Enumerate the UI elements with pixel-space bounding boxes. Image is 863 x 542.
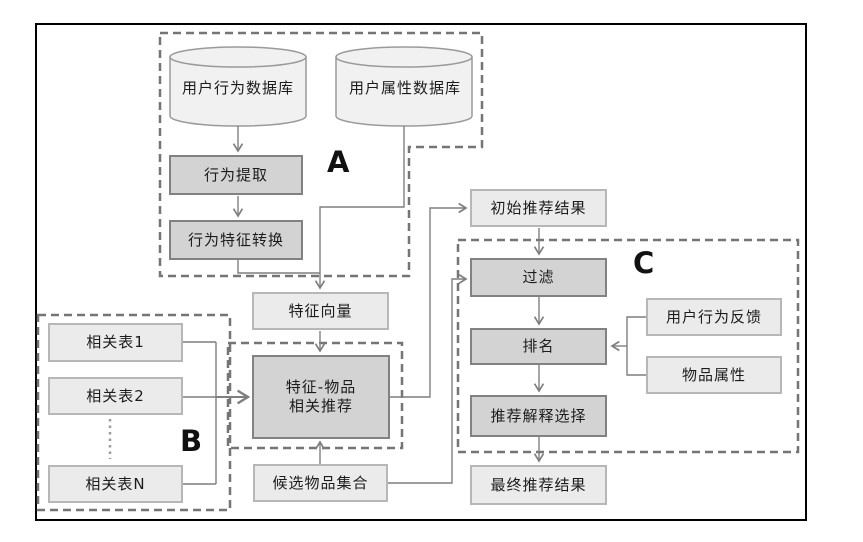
feature-item-line2: 相关推荐 — [288, 397, 353, 415]
node-feature-vector: 特征向量 — [252, 292, 389, 330]
node-behavior-feature-transform: 行为特征转换 — [169, 220, 303, 260]
node-item-attributes: 物品属性 — [646, 356, 782, 394]
section-a-outline — [158, 31, 484, 278]
section-c-label: C — [633, 246, 655, 280]
node-feature-item-recommendation: 特征-物品 相关推荐 — [252, 355, 390, 439]
line-feedback-bracket — [626, 316, 646, 376]
arrow-attributedb-to-featurevector — [314, 126, 405, 290]
node-related-table-n: 相关表N — [48, 465, 183, 503]
attribute-database-label: 用户属性数据库 — [348, 78, 461, 97]
section-b-outline — [36, 313, 232, 512]
arrow-candidates-to-filter — [388, 273, 468, 484]
node-related-table-2: 相关表2 — [48, 377, 183, 415]
node-final-rec-result: 最终推荐结果 — [470, 465, 607, 505]
node-related-table-1: 相关表1 — [48, 323, 183, 362]
node-user-behavior-feedback: 用户行为反馈 — [646, 298, 782, 336]
node-filter: 过滤 — [470, 258, 607, 297]
node-behavior-extraction: 行为提取 — [169, 155, 303, 195]
attribute-database-cylinder-icon — [335, 46, 473, 127]
node-initial-rec-result: 初始推荐结果 — [470, 189, 607, 227]
section-b-label: B — [180, 424, 203, 458]
behavior-database-label: 用户行为数据库 — [181, 78, 294, 97]
feature-item-line1: 特征-物品 — [285, 378, 357, 397]
section-c-outline — [456, 238, 800, 454]
node-explanation-selection: 推荐解释选择 — [470, 395, 607, 437]
node-ranking: 排名 — [470, 328, 607, 365]
line-transform-join — [237, 259, 320, 274]
section-a-label: A — [327, 145, 350, 179]
node-candidate-item-set: 候选物品集合 — [253, 464, 388, 502]
arrow-featureitem-to-initialresult — [390, 202, 468, 398]
